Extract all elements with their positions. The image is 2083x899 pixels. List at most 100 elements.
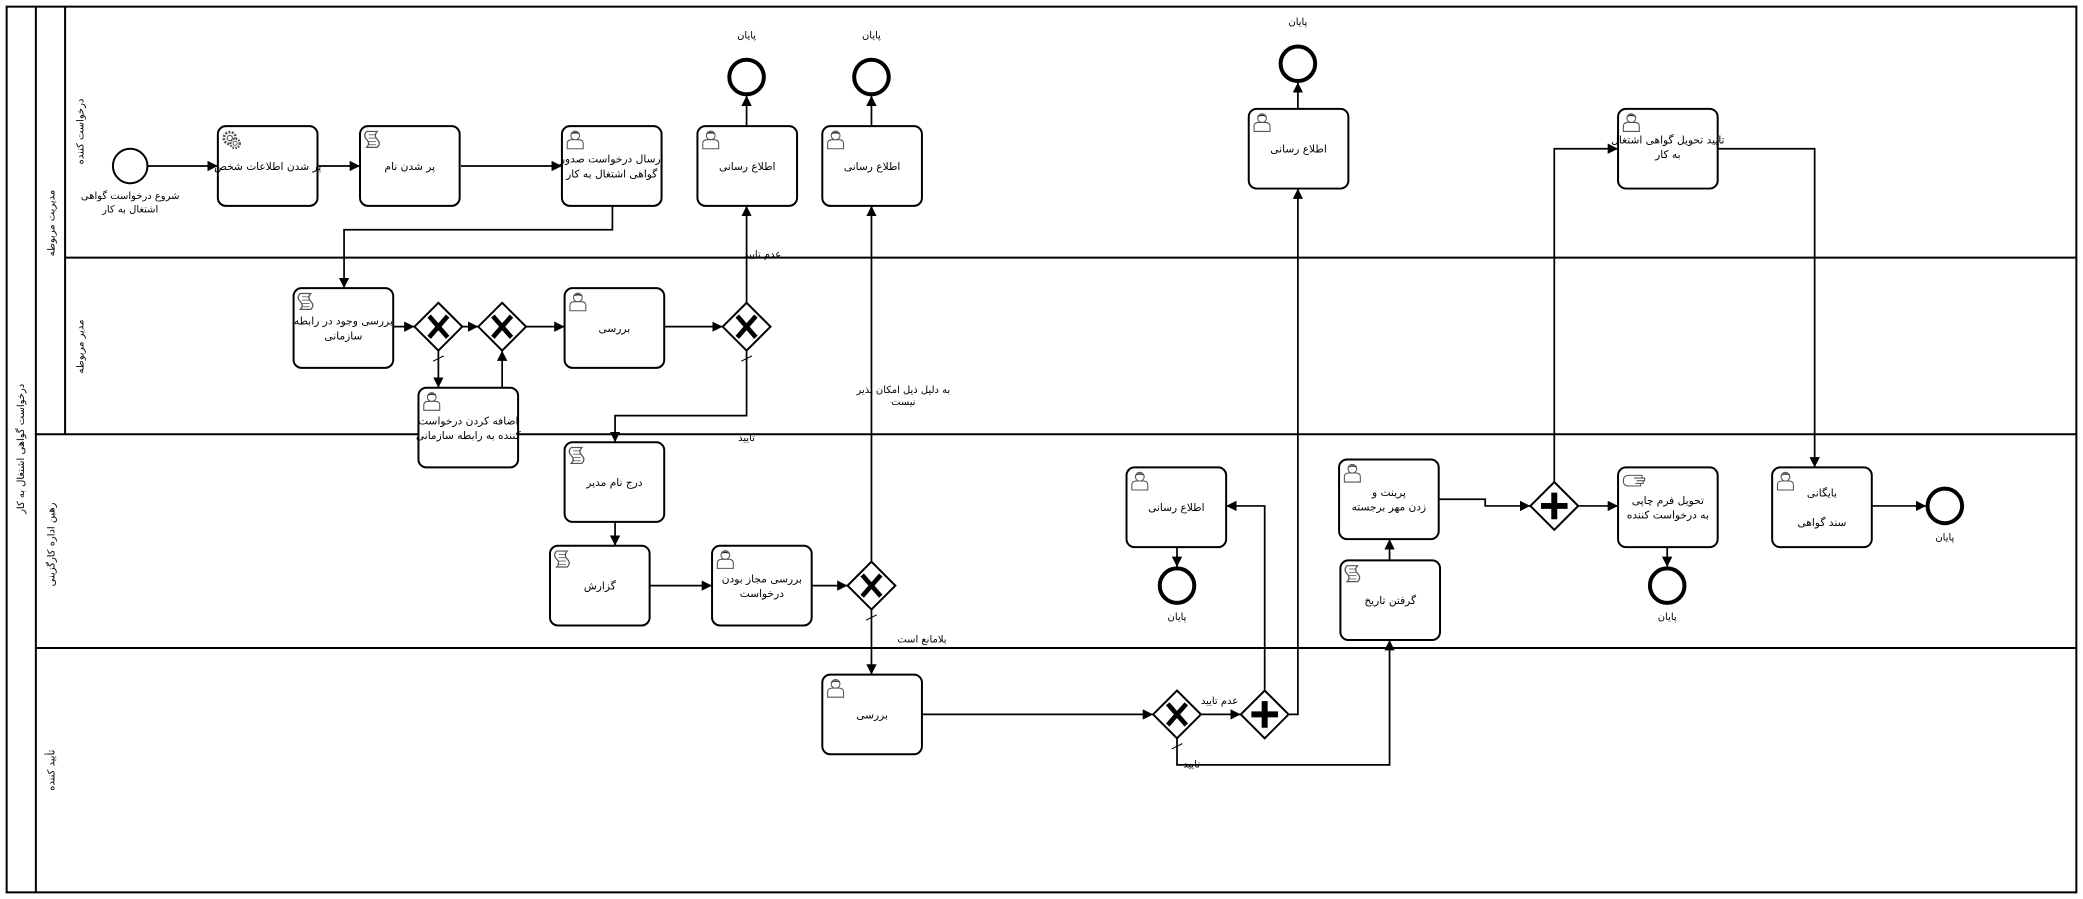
end-event[interactable]: پایان [727,31,766,97]
task-box[interactable] [563,441,666,523]
task-box[interactable] [563,287,666,369]
task-label: اضافه کردن درخواست [418,414,518,427]
task[interactable]: بررسی [821,673,923,756]
task-box[interactable] [1771,466,1873,549]
lane-label-manager: مدیر مربوطه [76,320,87,374]
script-icon [1344,565,1361,583]
end-event[interactable]: پایان [1647,566,1687,623]
sequence-flow[interactable] [1176,640,1395,766]
task-label: درج نام مدیر [585,476,643,489]
end-event[interactable]: پایان [1157,566,1197,623]
user-icon [569,292,587,312]
task-box[interactable] [711,544,813,627]
end-event-label: پایان [1935,532,1954,543]
task-label: پر شدن نام [385,160,436,173]
user-icon [566,130,584,150]
end-event[interactable]: پایان [1278,17,1318,83]
start-event-label: اشتغال به کار [101,204,158,215]
task[interactable]: اطلاع رسانی [821,125,923,207]
sequence-flow[interactable] [1553,143,1619,483]
default-flow-marker [865,614,878,621]
end-event[interactable]: پایان [852,31,891,97]
task-box[interactable] [548,544,651,627]
pool-label: درخواست گواهی اشتغال به کار [15,384,27,515]
exclusive-gateway[interactable] [1151,689,1203,740]
task-label: بررسی مجاز بودن [722,572,802,585]
task[interactable]: گزارش [548,544,651,627]
end-event-circle[interactable] [1925,486,1965,526]
sequence-flow[interactable] [1288,188,1304,716]
task-label: به درخواست کننده [1627,509,1709,522]
sequence-flow[interactable] [1226,500,1266,691]
task-box[interactable] [1247,107,1350,190]
end-event-circle[interactable] [727,57,766,97]
task[interactable]: اطلاع رسانی [1247,107,1350,190]
task-box[interactable] [696,125,799,207]
exclusive-gateway[interactable] [846,560,897,611]
parallel-gateway[interactable] [1239,689,1290,740]
end-event-circle[interactable] [1278,44,1318,83]
task-box[interactable] [417,386,520,469]
task[interactable]: پر شدن نام [359,125,461,207]
exclusive-gateway[interactable] [721,301,772,352]
task-label: بررسی [599,322,631,335]
task-label: بررسی [856,708,888,721]
flow-label: به دلیل ذیل امکان پذیر [855,385,950,396]
task-box[interactable] [821,125,923,207]
sequence-flow[interactable] [1438,498,1531,512]
start-event-circle[interactable] [111,147,149,185]
task-label: سند گواهی [1797,516,1846,529]
task-box[interactable] [1338,458,1440,541]
end-event-circle[interactable] [852,57,891,97]
task-box[interactable] [1339,559,1442,642]
task[interactable]: اطلاع رسانی [1125,466,1228,549]
end-event-circle[interactable] [1157,566,1197,605]
sequence-flow[interactable] [338,205,614,289]
task-box[interactable] [1617,107,1719,190]
task[interactable]: درج نام مدیر [563,441,666,523]
exclusive-gateway[interactable] [476,301,528,352]
task-box[interactable] [1125,466,1228,549]
task-box[interactable] [216,125,319,207]
end-event-label: پایان [1288,17,1307,28]
x-icon [1165,702,1189,727]
sequence-flow[interactable] [609,350,748,443]
end-event-label: پایان [1658,612,1677,623]
end-event[interactable]: پایان [1925,486,1965,544]
task-label: اطلاع رسانی [719,160,775,173]
end-event-label: پایان [1168,612,1187,623]
task-label: گواهی اشتغال به کار [565,167,658,180]
lane-label-hr: رهبن اداره کارگزینی [45,502,57,586]
task[interactable]: بررسی [563,287,666,369]
lane-group-label: مدیریت مربوطه [46,190,57,257]
flow-label: عدم تایید [1201,696,1238,707]
default-flow-marker [741,355,753,362]
task-label: به کار [1654,148,1680,161]
task[interactable]: اطلاع رسانی [696,125,799,207]
task[interactable]: پر شدن اطلاعات شخص [214,125,321,207]
task-box[interactable] [560,125,663,207]
user-icon [1622,113,1640,132]
sequence-flow[interactable] [1717,147,1820,468]
end-event-circle[interactable] [1647,566,1687,605]
user-icon [1343,463,1361,483]
task[interactable]: گرفتن تاریخ [1339,559,1442,642]
exclusive-gateway[interactable] [413,301,464,352]
task-box[interactable] [1617,466,1719,549]
parallel-gateway[interactable] [1528,480,1580,532]
task-label: اطلاع رسانی [844,160,900,173]
user-icon [1253,113,1271,132]
task-box[interactable] [359,125,461,207]
task-box[interactable] [292,287,395,369]
task-box[interactable] [821,673,923,756]
